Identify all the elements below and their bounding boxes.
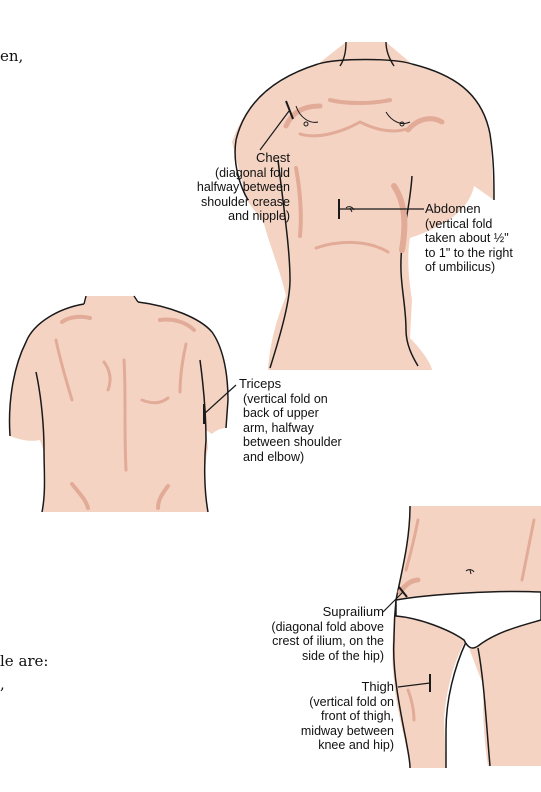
page-text-fragment-bottom-1: le are:: [0, 652, 49, 670]
abdomen-label: Abdomen (vertical fold taken about ½" to…: [425, 202, 541, 275]
triceps-desc-line: and elbow): [239, 450, 389, 465]
thigh-title: Thigh: [248, 680, 394, 695]
suprailium-desc-line: side of the hip): [228, 649, 384, 664]
page-text-fragment-top: en,: [0, 47, 23, 65]
thigh-desc-line: knee and hip): [248, 738, 394, 753]
back-torso-skin: [10, 296, 228, 512]
triceps-desc-line: back of upper: [239, 406, 389, 421]
thigh-label: Thigh (vertical fold on front of thigh, …: [248, 680, 394, 753]
chest-desc-line: and nipple): [150, 209, 290, 224]
triceps-desc-line: arm, halfway: [239, 421, 389, 436]
triceps-title: Triceps: [239, 377, 389, 392]
abdomen-title: Abdomen: [425, 202, 541, 217]
abdomen-desc-line: taken about ½": [425, 231, 541, 246]
back-torso-figure: [10, 296, 228, 512]
triceps-desc-line: (vertical fold on: [239, 392, 389, 407]
abdomen-desc-line: (vertical fold: [425, 217, 541, 232]
abdomen-desc-line: to 1" to the right: [425, 246, 541, 261]
abdomen-desc-line: of umbilicus): [425, 260, 541, 275]
suprailium-title: Suprailium: [228, 605, 384, 620]
thigh-desc-line: midway between: [248, 724, 394, 739]
chest-desc-line: shoulder crease: [150, 195, 290, 210]
suprailium-label: Suprailium (diagonal fold above crest of…: [228, 605, 384, 663]
thigh-desc-line: front of thigh,: [248, 709, 394, 724]
thigh-desc-line: (vertical fold on: [248, 695, 394, 710]
chest-desc-line: (diagonal fold: [150, 166, 290, 181]
chest-title: Chest: [150, 151, 290, 166]
suprailium-desc-line: crest of ilium, on the: [228, 634, 384, 649]
suprailium-desc-line: (diagonal fold above: [228, 620, 384, 635]
chest-label: Chest (diagonal fold halfway between sho…: [150, 151, 290, 224]
triceps-desc-line: between shoulder: [239, 435, 389, 450]
page-text-fragment-bottom-2: ,: [0, 675, 5, 693]
chest-desc-line: halfway between: [150, 180, 290, 195]
hip-thigh-figure: [392, 506, 541, 768]
triceps-label: Triceps (vertical fold on back of upper …: [239, 377, 389, 464]
